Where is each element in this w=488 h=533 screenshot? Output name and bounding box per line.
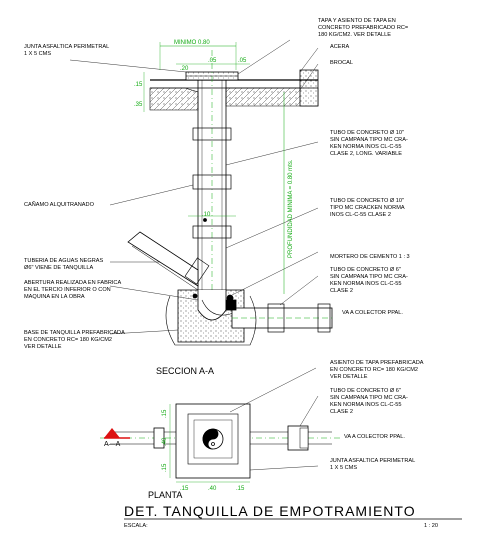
section-marker: A—A bbox=[104, 428, 130, 448]
dim-profundidad: PROFUNDIDAD MINIMA = 0.80 mts. bbox=[288, 159, 294, 258]
scale-value: 1 : 20 bbox=[424, 523, 438, 529]
plan-title: PLANTA bbox=[148, 490, 182, 500]
note-mortero: MORTERO DE CEMENTO 1 : 3 bbox=[330, 254, 410, 260]
section-drawing bbox=[69, 39, 333, 346]
main-title: DET. TANQUILLA DE EMPOTRAMIENTO bbox=[124, 503, 416, 519]
dim-15: .15 bbox=[134, 82, 143, 88]
dim-10: .10 bbox=[202, 212, 211, 218]
plan-note-tubo6: TUBO DE CONCRETO Ø 6"SIN CAMPANA TIPO Mc… bbox=[330, 388, 408, 415]
plan-dim-v15a: .15 bbox=[162, 409, 168, 418]
soil-left bbox=[149, 87, 199, 111]
dim-20: .20 bbox=[180, 66, 189, 72]
plan-dim-v40: .40 bbox=[162, 437, 168, 446]
scale-label: ESCALA: bbox=[124, 523, 148, 529]
dim-05b: .05 bbox=[238, 58, 247, 64]
section-title: SECCION A-A bbox=[156, 366, 214, 376]
plan-dim-15a: .15 bbox=[180, 486, 189, 492]
plan-note-colector: VA A COLECTOR PPAL. bbox=[344, 434, 405, 440]
note-brocal: BROCAL bbox=[330, 60, 353, 66]
marker-label: A—A bbox=[104, 441, 121, 448]
note-tubo10a: TUBO DE CONCRETO Ø 10"SIN CAMPANA TIPO M… bbox=[330, 130, 408, 157]
note-canamo: CAÑAMO ALQUITRANADO bbox=[24, 201, 95, 208]
dim-35: .35 bbox=[134, 102, 143, 108]
note-tubo6: TUBO DE CONCRETO Ø 6"SIN CAMPANA TIPO Mc… bbox=[330, 267, 408, 294]
footer: DET. TANQUILLA DE EMPOTRAMIENTO ESCALA: … bbox=[124, 503, 462, 529]
note-tubo10b: TUBO DE CONCRETO Ø 10"TIPO Mc CRACKEN NO… bbox=[330, 198, 405, 218]
plan-dim-40: .40 bbox=[208, 486, 217, 492]
plan-drawing bbox=[100, 367, 340, 483]
plan-dim-v15b: .15 bbox=[162, 463, 168, 472]
note-acera: ACERA bbox=[330, 44, 350, 50]
note-colector: VA A COLECTOR PPAL. bbox=[342, 310, 403, 316]
plan-dim-15b: .15 bbox=[236, 486, 245, 492]
dim-05a: .05 bbox=[208, 58, 217, 64]
dim-minimo: MINIMO 0.80 bbox=[174, 40, 210, 46]
